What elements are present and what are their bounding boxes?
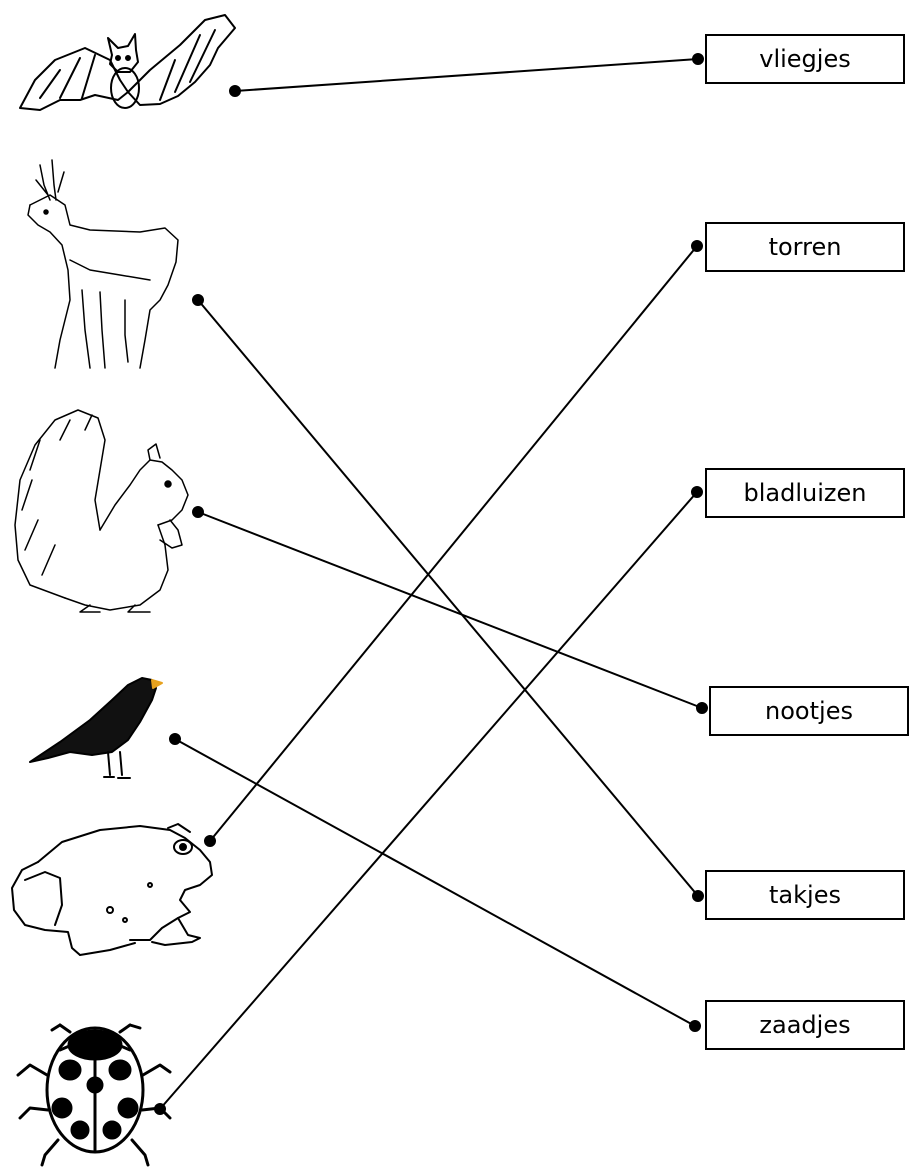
squirrel-drawing xyxy=(14,409,189,613)
word-box-zaadjes[interactable]: zaadjes xyxy=(705,1000,905,1050)
word-box-vliegjes[interactable]: vliegjes xyxy=(705,34,905,84)
word-box-bladluizen[interactable]: bladluizen xyxy=(705,468,905,518)
connector-bat-vliegjes xyxy=(234,58,699,92)
deer-drawing xyxy=(27,159,179,369)
dot-ladybug[interactable] xyxy=(154,1103,166,1115)
dot-nootjes[interactable] xyxy=(696,702,708,714)
word-label: bladluizen xyxy=(743,479,867,507)
word-box-torren[interactable]: torren xyxy=(705,222,905,272)
word-label: torren xyxy=(768,233,842,261)
word-box-takjes[interactable]: takjes xyxy=(705,870,905,920)
dot-bladluizen[interactable] xyxy=(691,486,703,498)
dot-deer[interactable] xyxy=(192,294,204,306)
word-label: vliegjes xyxy=(759,45,851,73)
connector-blackbird-zaadjes xyxy=(174,738,696,1027)
toad-drawing xyxy=(11,823,213,956)
dot-blackbird[interactable] xyxy=(169,733,181,745)
ladybug-drawing xyxy=(16,1023,172,1167)
dot-squirrel[interactable] xyxy=(192,506,204,518)
dot-torren[interactable] xyxy=(691,240,703,252)
connector-toad-torren xyxy=(209,245,698,842)
word-label: takjes xyxy=(769,881,841,909)
connector-ladybug-bladluizen xyxy=(159,491,698,1110)
dot-zaadjes[interactable] xyxy=(689,1020,701,1032)
dot-takjes[interactable] xyxy=(692,890,704,902)
connector-squirrel-nootjes xyxy=(197,511,703,709)
word-label: zaadjes xyxy=(759,1011,851,1039)
word-box-nootjes[interactable]: nootjes xyxy=(709,686,909,736)
dot-vliegjes[interactable] xyxy=(692,53,704,65)
connector-deer-takjes xyxy=(197,299,699,897)
dot-toad[interactable] xyxy=(204,835,216,847)
bat-drawing xyxy=(19,14,236,111)
dot-bat[interactable] xyxy=(229,85,241,97)
word-label: nootjes xyxy=(765,697,853,725)
blackbird-drawing xyxy=(29,677,163,779)
